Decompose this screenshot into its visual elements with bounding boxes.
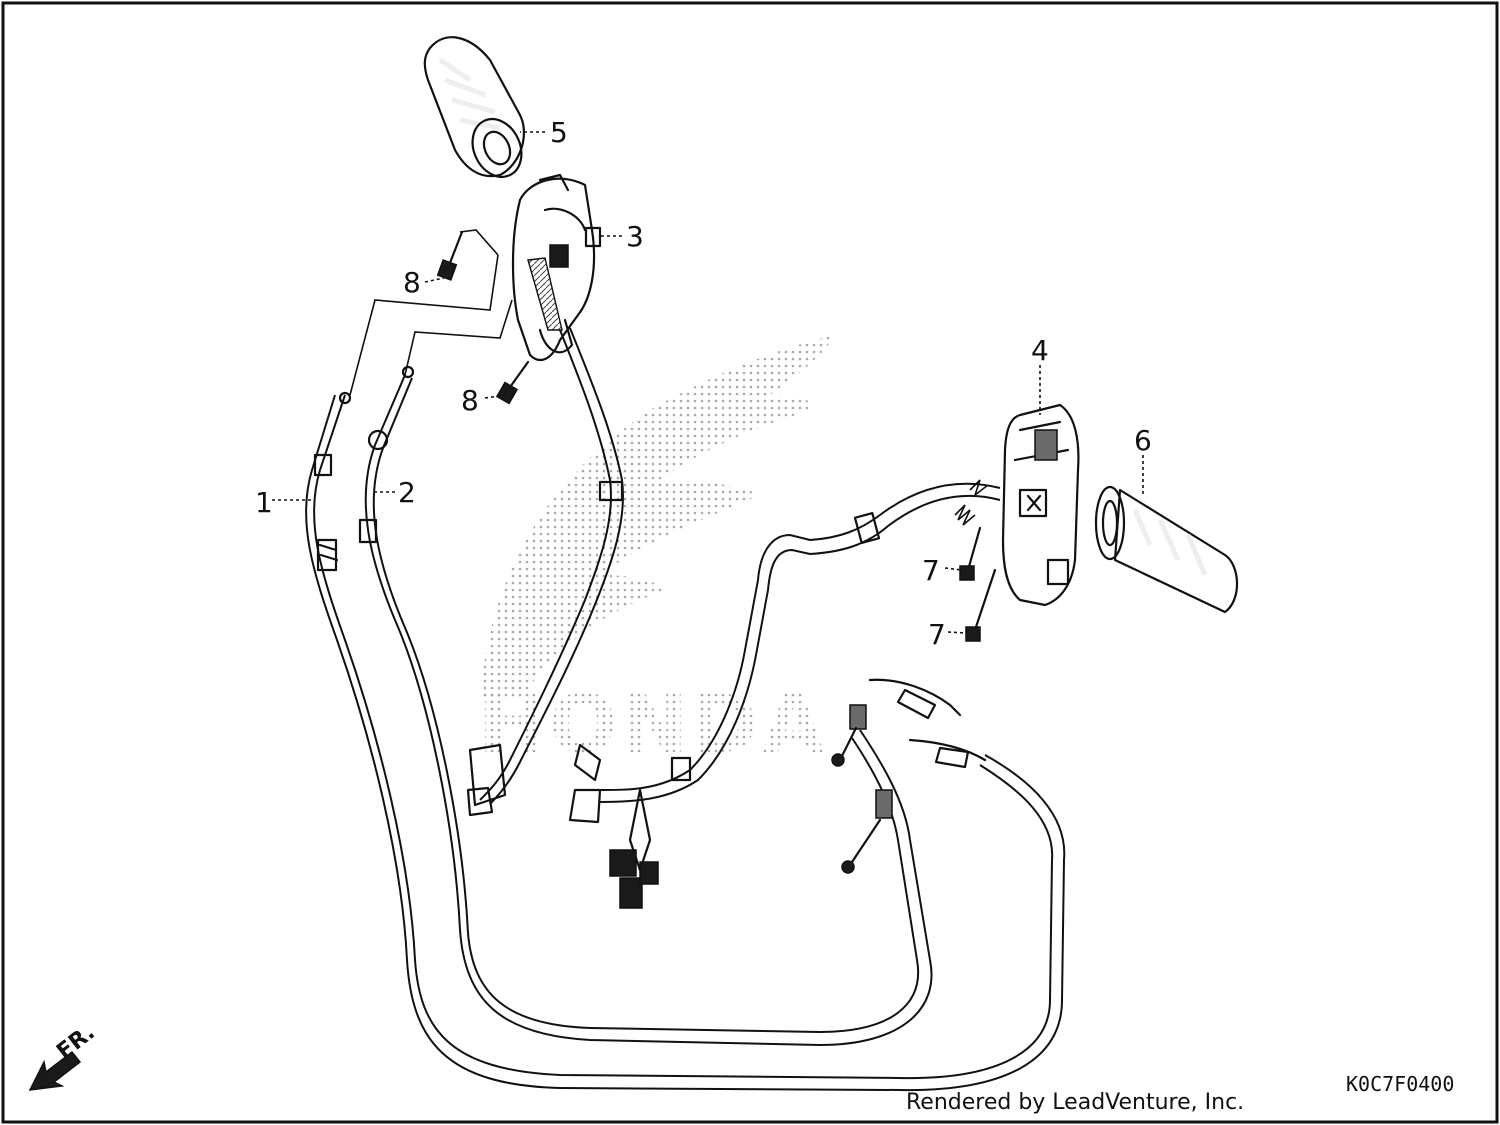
callout-3: 3: [626, 220, 644, 253]
front-direction-label: FR.: [52, 1020, 99, 1065]
spring-detail: [954, 479, 989, 526]
diagram-code: K0C7F0400: [1346, 1072, 1455, 1096]
callout-2: 2: [398, 476, 416, 509]
screw-part-7-lower: [965, 568, 997, 642]
cable-end-fittings: [831, 678, 987, 874]
right-switch-housing-part-4: [1001, 403, 1080, 607]
assembly-line-c: [404, 299, 513, 376]
callout-6: 6: [1134, 424, 1152, 457]
honda-wordmark: HONDA: [478, 678, 828, 771]
callout-4: 4: [1031, 334, 1049, 367]
throttle-cable-part-1: [305, 391, 1066, 1092]
callout-5: 5: [550, 116, 568, 149]
callout-1: 1: [255, 486, 273, 519]
screw-part-7-upper: [959, 526, 982, 581]
callout-8-lower: 8: [461, 384, 479, 417]
leader-lines: [272, 131, 1144, 634]
right-grip-part-6: [1094, 485, 1239, 614]
callout-7-upper: 7: [922, 554, 940, 587]
callout-7-lower: 7: [928, 618, 946, 651]
callout-8-upper: 8: [403, 266, 421, 299]
bolt-part-8-lower: [495, 360, 530, 405]
left-grip-part-5: [423, 36, 525, 178]
left-switch-harness: [466, 327, 624, 817]
assembly-line-b: [349, 254, 499, 396]
right-switch-harness: [568, 482, 1001, 909]
assembly-line-a: [459, 229, 499, 256]
front-direction-arrow-icon: FR.: [28, 1020, 100, 1091]
render-credit: Rendered by LeadVenture, Inc.: [906, 1090, 1245, 1115]
throttle-cable-part-2: [358, 365, 933, 1047]
left-switch-housing-part-3: [511, 173, 602, 362]
bolt-part-8-upper: [436, 230, 464, 281]
honda-wing-watermark: HONDA: [478, 335, 835, 771]
